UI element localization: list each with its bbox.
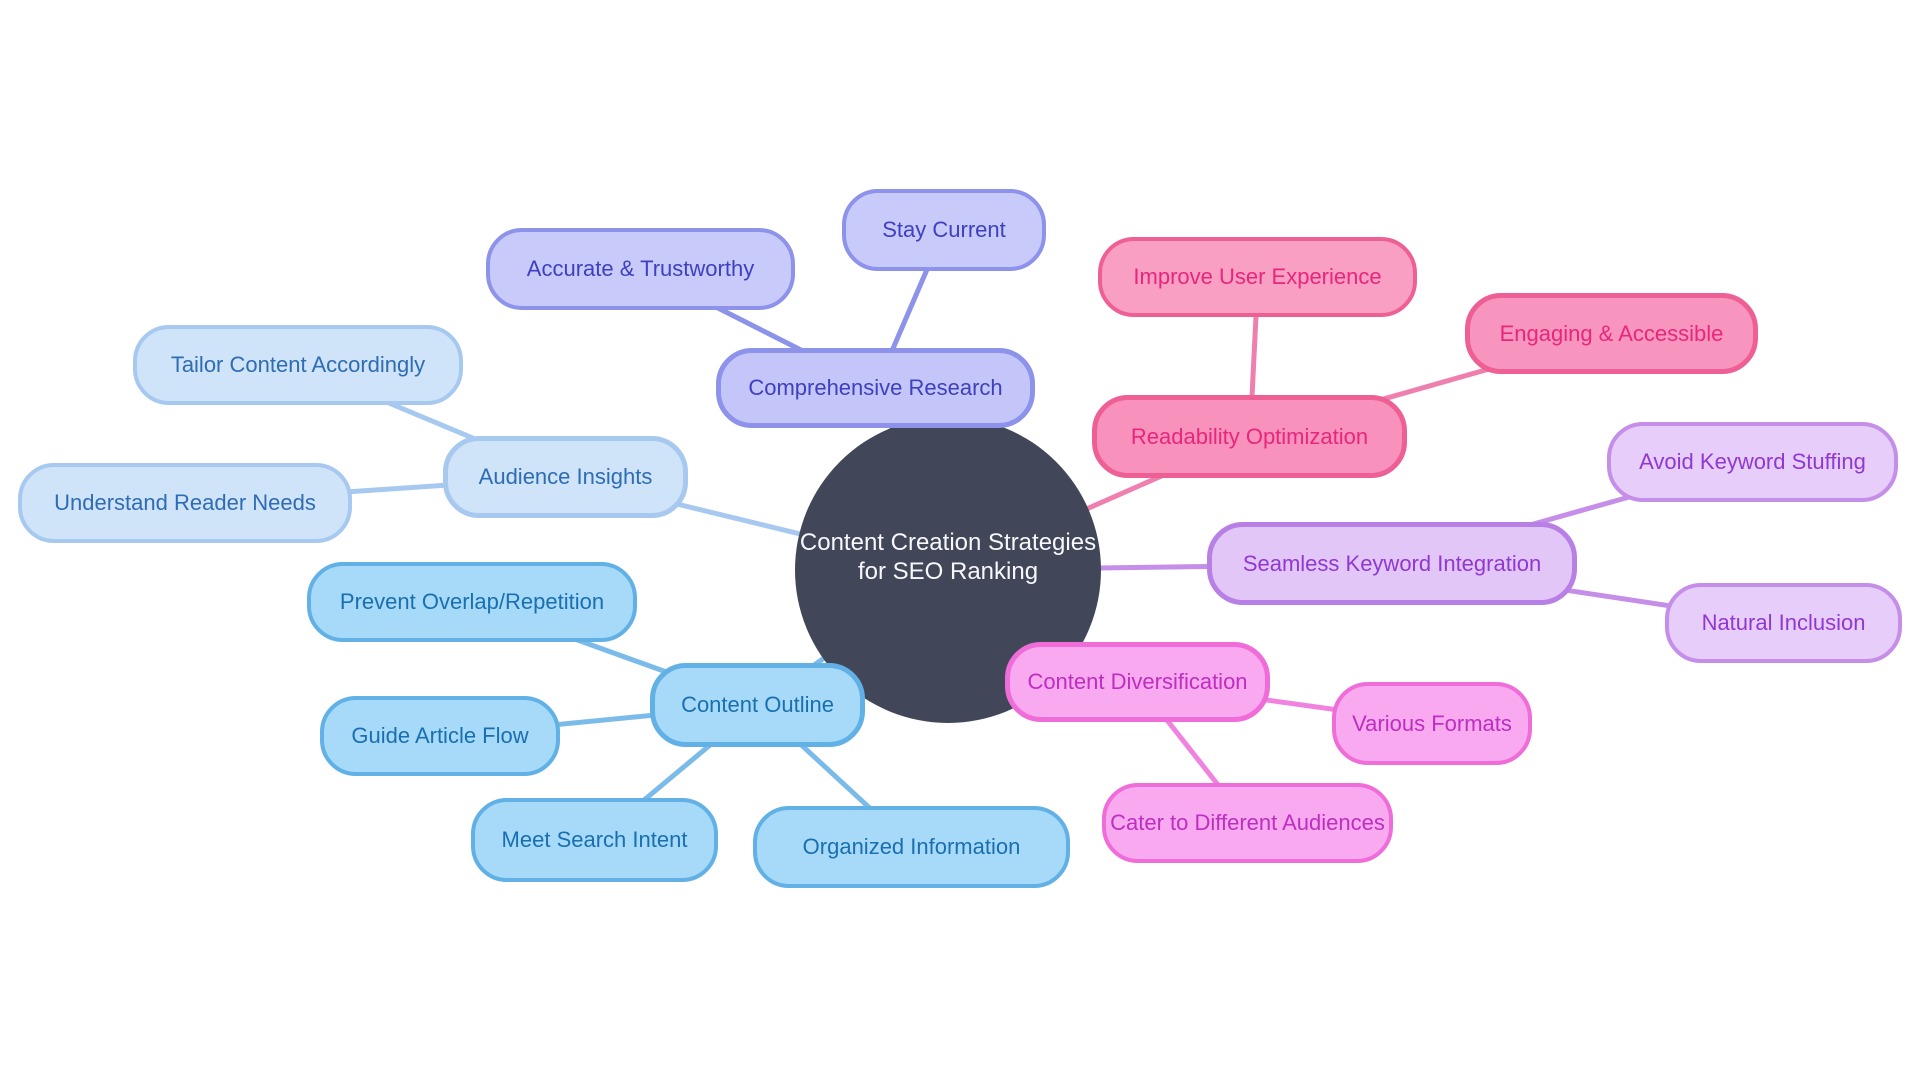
node-understand-reader-needs[interactable]: Understand Reader Needs (18, 463, 352, 543)
central-topic-line1: Content Creation Strategies (799, 529, 1097, 556)
node-organized-information[interactable]: Organized Information (753, 806, 1070, 888)
node-stay-current[interactable]: Stay Current (842, 189, 1046, 271)
node-improve-user-experience[interactable]: Improve User Experience (1098, 237, 1417, 317)
node-avoid-keyword-stuffing[interactable]: Avoid Keyword Stuffing (1607, 422, 1898, 502)
node-natural-inclusion[interactable]: Natural Inclusion (1665, 583, 1902, 663)
node-various-formats[interactable]: Various Formats (1332, 682, 1532, 765)
central-topic-line2: for SEO Ranking (857, 558, 1039, 585)
node-readability-optimization[interactable]: Readability Optimization (1092, 395, 1407, 478)
node-prevent-overlap-repetition[interactable]: Prevent Overlap/Repetition (307, 562, 637, 642)
node-comprehensive-research[interactable]: Comprehensive Research (716, 348, 1035, 428)
node-content-outline[interactable]: Content Outline (650, 663, 865, 747)
node-guide-article-flow[interactable]: Guide Article Flow (320, 696, 560, 776)
node-cater-to-different-audiences[interactable]: Cater to Different Audiences (1102, 783, 1393, 863)
node-meet-search-intent[interactable]: Meet Search Intent (471, 798, 718, 882)
node-tailor-content-accordingly[interactable]: Tailor Content Accordingly (133, 325, 463, 405)
node-content-diversification[interactable]: Content Diversification (1005, 642, 1270, 722)
node-audience-insights[interactable]: Audience Insights (443, 436, 688, 518)
node-accurate-trustworthy[interactable]: Accurate & Trustworthy (486, 228, 795, 310)
node-seamless-keyword-integration[interactable]: Seamless Keyword Integration (1207, 522, 1577, 605)
node-engaging-accessible[interactable]: Engaging & Accessible (1465, 293, 1758, 374)
